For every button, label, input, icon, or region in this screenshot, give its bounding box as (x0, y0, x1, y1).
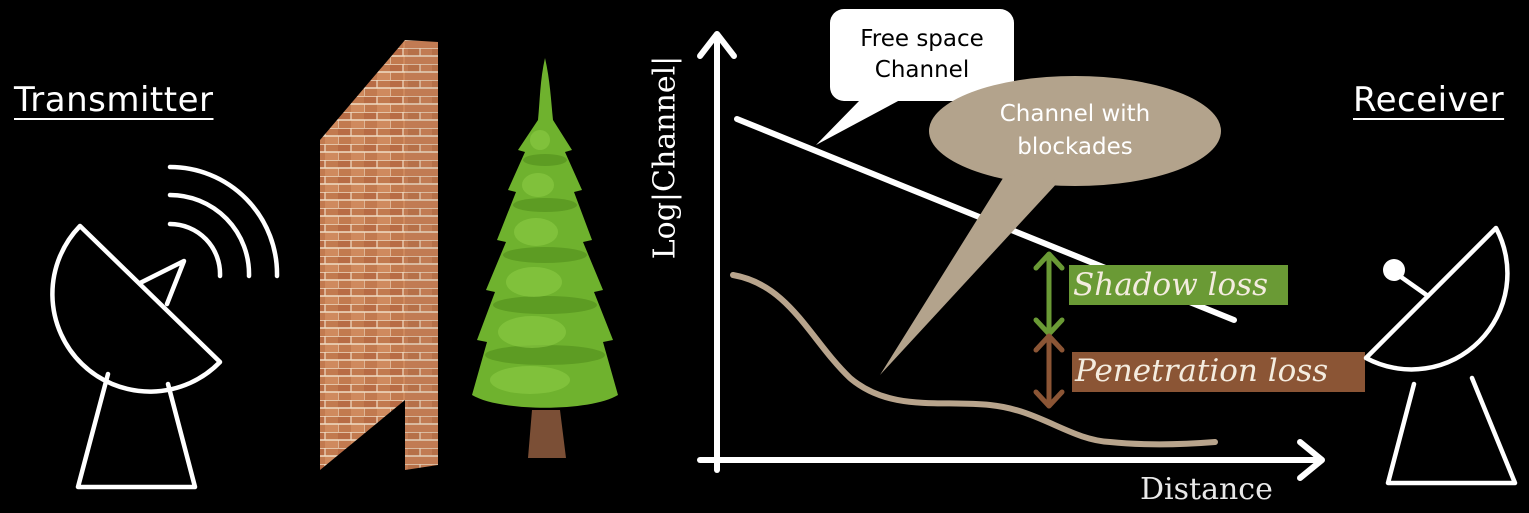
y-axis-label: Log|Channel| (647, 55, 683, 260)
free-space-line1: Free space (860, 26, 984, 52)
y-axis (697, 31, 737, 473)
receiver-feed-icon (1383, 259, 1405, 281)
brick-wall-icon (320, 40, 438, 470)
shadow-loss-tag-bg (1069, 265, 1288, 305)
receiver-label: Receiver (1353, 80, 1505, 120)
shadow-loss-label: Shadow loss (1073, 267, 1268, 303)
x-axis (697, 439, 1325, 481)
shadow-loss-arrow-icon (1033, 251, 1065, 337)
transmitter-antenna-icon (50, 223, 223, 490)
free-space-callout (816, 9, 1014, 145)
blockades-line2: blockades (1017, 134, 1133, 160)
free-space-line2: Channel (874, 57, 970, 83)
pine-tree-icon (472, 58, 618, 458)
penetration-loss-label: Penetration loss (1075, 353, 1329, 389)
x-axis-label: Distance (1140, 472, 1273, 507)
free-space-callout-text: Free space Channel (830, 24, 1014, 86)
penetration-loss-tag-bg (1072, 352, 1365, 392)
blockades-callout-text: Channel with blockades (960, 98, 1190, 164)
blockades-line1: Channel with (999, 101, 1151, 127)
blockades-callout (880, 76, 1221, 375)
signal-waves-icon (167, 164, 280, 279)
blockade-curve (730, 272, 1218, 448)
penetration-loss-arrow-icon (1033, 333, 1065, 409)
transmitter-label: Transmitter (14, 80, 214, 120)
